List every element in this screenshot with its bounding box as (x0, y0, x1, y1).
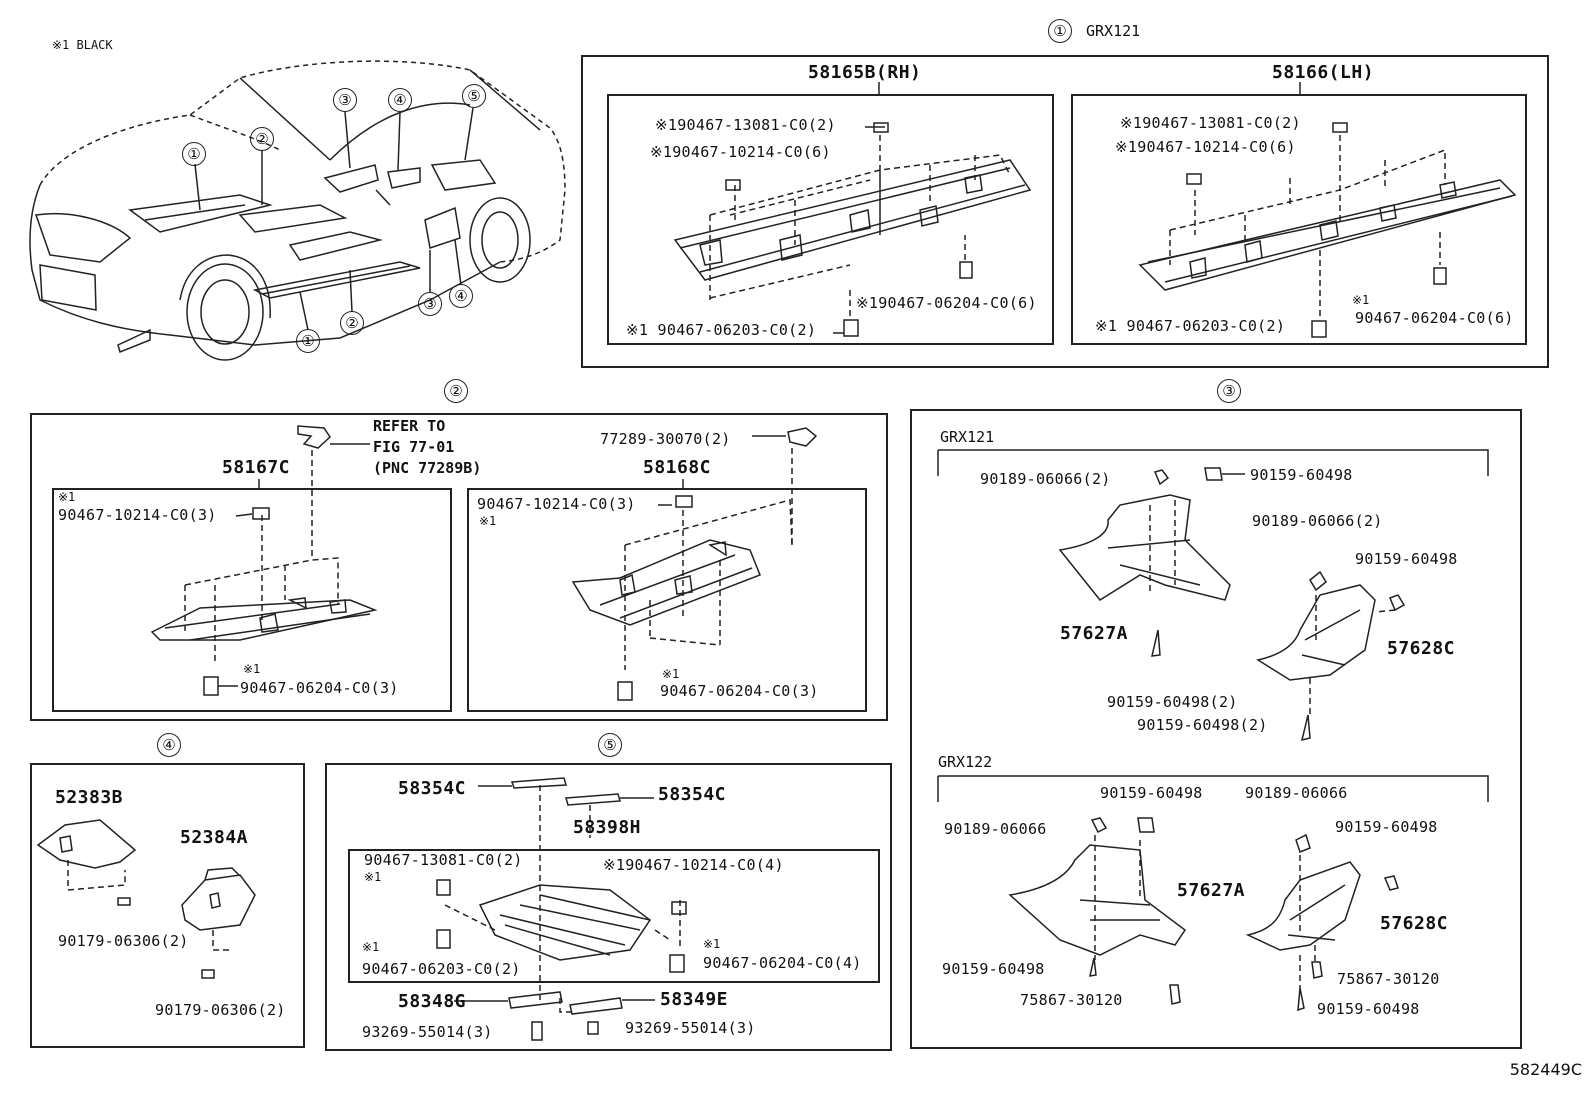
panel5-inner-frame (348, 849, 880, 983)
panel3-grx121-f[interactable]: 57628C (1387, 638, 1456, 659)
panel4-d[interactable]: 90179-06306(2) (155, 1001, 286, 1019)
panel3-grx121-d[interactable]: 90159-60498 (1355, 550, 1458, 568)
panel4-frame (30, 763, 305, 1048)
panel2-right-mark: ※1 (479, 514, 497, 528)
diagram-id: 582449C (1509, 1060, 1582, 1079)
panel5-a[interactable]: 58354C (398, 778, 467, 799)
panel3-grx122-j[interactable]: 90159-60498 (1317, 1000, 1420, 1018)
panel4-c[interactable]: 90179-06306(2) (58, 932, 189, 950)
panel4-b[interactable]: 52384A (180, 827, 249, 848)
panel2-frame (30, 413, 888, 721)
panel3-grx122-i[interactable]: 75867-30120 (1020, 991, 1123, 1009)
panel2-right-drawing (571, 495, 793, 701)
panel1-rh-p4[interactable]: ※1 90467-06203-C0(2) (626, 321, 817, 339)
panel5-g[interactable]: 90467-06204-C0(4) (703, 954, 862, 972)
panel3-grx122-c[interactable]: 90189-06066 (944, 820, 1047, 838)
panel3-grx122-d[interactable]: 90159-60498 (1335, 818, 1438, 836)
panel2-right-frame (467, 488, 867, 712)
panel5-index: ⑤ (598, 733, 622, 757)
panel3-grx122-h[interactable]: 75867-30120 (1337, 970, 1440, 988)
panel2-right-p2[interactable]: 90467-06204-C0(3) (660, 682, 819, 700)
panel1-rh-drawing (673, 122, 1032, 337)
panel5-h[interactable]: 58348G (398, 991, 467, 1012)
panel3-grx122-b[interactable]: 90189-06066 (1245, 784, 1348, 802)
panel1-lh-p3[interactable]: 90467-06204-C0(6) (1355, 309, 1514, 327)
panel3-grx121-h[interactable]: 90159-60498(2) (1137, 716, 1268, 734)
panel2-refer-note: REFER TO FIG 77-01 (PNC 77289B) (373, 417, 482, 477)
panel5-frame (325, 763, 892, 1051)
panel1-lh-p2[interactable]: ※190467-10214-C0(6) (1115, 138, 1296, 156)
panel3-grx122-f[interactable]: 57628C (1380, 913, 1449, 934)
panel1-index: ① (1048, 19, 1072, 43)
panel5-g-mark: ※1 (703, 937, 721, 951)
panel5-drawing (436, 777, 687, 1041)
black-note: ※1 BLACK (52, 38, 113, 52)
panel1-lh-frame (1071, 94, 1527, 345)
panel3-grx122-label: GRX122 (938, 753, 993, 771)
overview-callout-4[interactable]: ④ (388, 88, 412, 112)
panel5-b[interactable]: 58354C (658, 784, 727, 805)
overview-callout-5[interactable]: ⑤ (462, 84, 486, 108)
panel5-k[interactable]: 93269-55014(3) (625, 1019, 756, 1037)
overview-callout-3b[interactable]: ③ (418, 292, 442, 316)
panel2-left-frame (52, 488, 452, 712)
panel3-grx122-g[interactable]: 90159-60498 (942, 960, 1045, 978)
panel5-d-mark: ※1 (364, 870, 382, 884)
panel5-i[interactable]: 58349E (660, 989, 729, 1010)
panel3-grx121-e[interactable]: 57627A (1060, 623, 1129, 644)
panel1-lh-drawing (1138, 122, 1517, 338)
panel1-lh-p3-mark: ※1 (1352, 293, 1370, 307)
panel2-right-title[interactable]: 58168C (643, 457, 712, 478)
panel2-right-p1[interactable]: 90467-10214-C0(3) (477, 495, 636, 513)
panel1-frame (581, 55, 1549, 368)
panel2-left-title[interactable]: 58167C (222, 457, 291, 478)
panel2-right-mark2: ※1 (662, 667, 680, 681)
panel3-grx121-a[interactable]: 90189-06066(2) (980, 470, 1111, 488)
panel2-clip[interactable]: 77289-30070(2) (600, 430, 731, 448)
panel5-d[interactable]: 90467-13081-C0(2) (364, 851, 523, 869)
panel5-f-mark: ※1 (362, 940, 380, 954)
panel5-f[interactable]: 90467-06203-C0(2) (362, 960, 521, 978)
car-overview-drawing (29, 60, 566, 361)
panel3-grx122-a[interactable]: 90159-60498 (1100, 784, 1203, 802)
panel3-grx122-drawing (1008, 817, 1399, 1012)
panel3-grx122-e[interactable]: 57627A (1177, 880, 1246, 901)
panel3-grx121-g[interactable]: 90159-60498(2) (1107, 693, 1238, 711)
overview-callout-1[interactable]: ① (182, 142, 206, 166)
panel2-index: ② (444, 379, 468, 403)
panel1-lh-p1[interactable]: ※190467-13081-C0(2) (1120, 114, 1301, 132)
panel4-a[interactable]: 52383B (55, 787, 124, 808)
panel1-model: GRX121 (1086, 22, 1141, 40)
panel3-grx121-b[interactable]: 90159-60498 (1250, 466, 1353, 484)
overview-callout-4b[interactable]: ④ (449, 284, 473, 308)
panel1-lh-title[interactable]: 58166(LH) (1272, 62, 1375, 83)
panel5-j[interactable]: 93269-55014(3) (362, 1023, 493, 1041)
panel4-drawing (36, 819, 256, 979)
panel2-left-p2[interactable]: 90467-06204-C0(3) (240, 679, 399, 697)
panel2-left-p1[interactable]: 90467-10214-C0(3) (58, 506, 217, 524)
panel1-rh-frame (607, 94, 1054, 345)
panel5-c[interactable]: 58398H (573, 817, 642, 838)
panel3-grx121-label: GRX121 (940, 428, 995, 446)
panel1-rh-p2[interactable]: ※190467-10214-C0(6) (650, 143, 831, 161)
panel4-index: ④ (157, 733, 181, 757)
panel3-frame (910, 409, 1522, 1049)
panel2-left-drawing (150, 507, 378, 696)
panel3-index: ③ (1217, 379, 1241, 403)
overview-callout-3[interactable]: ③ (333, 88, 357, 112)
panel2-left-mark2: ※1 (243, 662, 261, 676)
panel2-left-mark: ※1 (58, 490, 76, 504)
panel1-rh-title[interactable]: 58165B(RH) (808, 62, 922, 83)
overview-callout-2b[interactable]: ② (340, 311, 364, 335)
panel1-rh-p1[interactable]: ※190467-13081-C0(2) (655, 116, 836, 134)
panel5-e[interactable]: ※190467-10214-C0(4) (603, 856, 784, 874)
panel1-lh-p4[interactable]: ※1 90467-06203-C0(2) (1095, 317, 1286, 335)
overview-callout-1b[interactable]: ① (296, 329, 320, 353)
overview-callout-2[interactable]: ② (250, 127, 274, 151)
panel1-rh-p3[interactable]: ※190467-06204-C0(6) (856, 294, 1037, 312)
panel3-grx121-c[interactable]: 90189-06066(2) (1252, 512, 1383, 530)
panel3-grx121-drawing (1058, 467, 1406, 742)
